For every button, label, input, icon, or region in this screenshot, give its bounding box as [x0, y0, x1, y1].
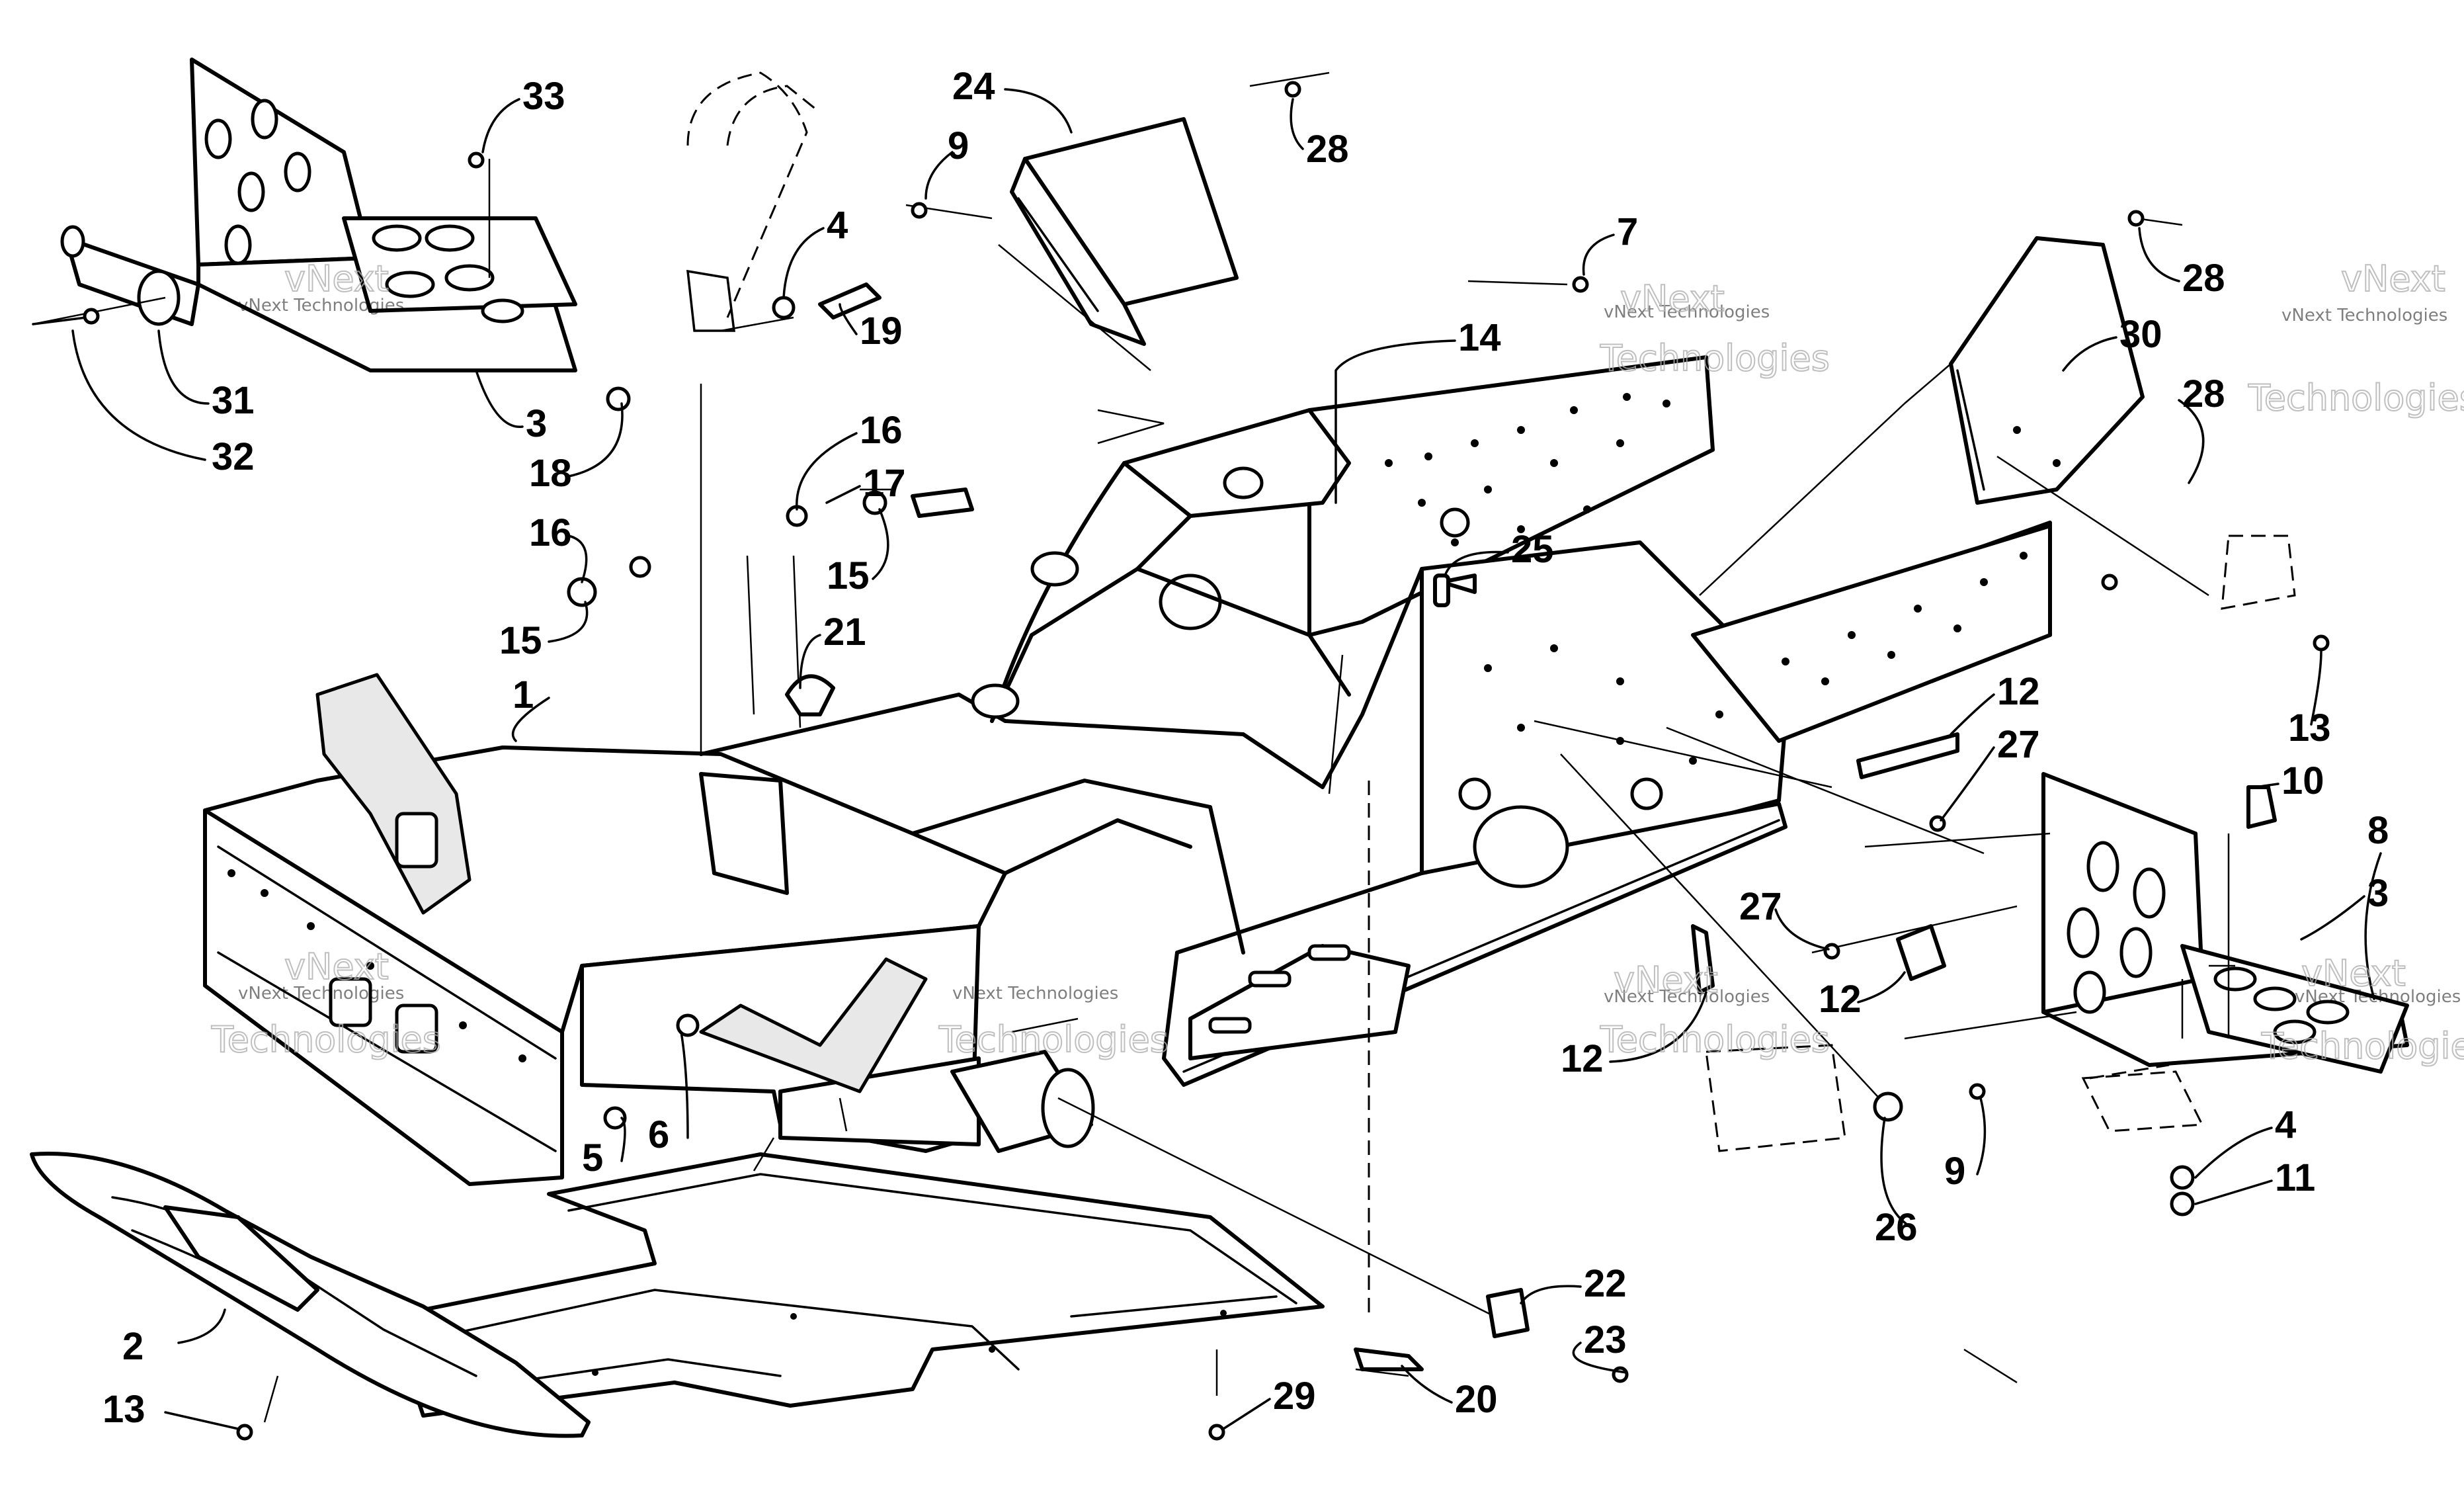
callout-29: 29 — [1273, 1375, 1316, 1418]
watermark-text: vNext — [2301, 953, 2406, 994]
callout-13-a: 13 — [2288, 706, 2331, 749]
watermark-text: vNext Technologies — [1604, 302, 1770, 322]
callout-21: 21 — [823, 611, 866, 654]
callout-5: 5 — [582, 1136, 603, 1179]
watermark-text: vNext Technologies — [2281, 306, 2447, 325]
callout-16-a: 16 — [860, 409, 903, 452]
front-chassis-frame — [203, 673, 1095, 1186]
callout-4-b: 4 — [2275, 1103, 2296, 1146]
watermark-text: vNext — [284, 258, 389, 300]
callout-18: 18 — [529, 452, 572, 495]
chassis-rails — [699, 461, 1424, 955]
watermark-text: vNext Technologies — [2295, 987, 2461, 1007]
callout-1: 1 — [513, 673, 534, 716]
panel-part-30 — [1949, 236, 2145, 505]
watermark-text: Technologies — [211, 1019, 441, 1060]
hardware — [32, 81, 2330, 1441]
callout-32: 32 — [212, 435, 255, 478]
watermark-text: Technologies — [938, 1019, 1169, 1060]
callout-15-a: 15 — [827, 554, 870, 597]
callout-12-b: 12 — [1819, 978, 1862, 1021]
callout-leaders — [71, 88, 2382, 1430]
callout-2: 2 — [122, 1325, 144, 1368]
callout-23: 23 — [1584, 1318, 1627, 1361]
callout-20: 20 — [1455, 1378, 1498, 1421]
callout-8: 8 — [2367, 809, 2389, 852]
callout-24: 24 — [952, 65, 995, 108]
callout-3-b: 3 — [2367, 872, 2389, 915]
watermark-text: Technologies — [2248, 377, 2464, 419]
callout-7: 7 — [1617, 210, 1638, 253]
watermark-text: vNext — [1614, 959, 1718, 1001]
watermark-text: vNext — [1620, 278, 1725, 320]
footrest-right-part-3 — [2041, 772, 2409, 1074]
callout-31: 31 — [212, 379, 255, 422]
watermark-text: vNext Technologies — [952, 984, 1118, 1003]
cover-part-24 — [1010, 117, 1239, 346]
watermark-text: Technologies — [2261, 1025, 2464, 1067]
leader-lines — [32, 71, 2235, 1423]
steering-loop-phantom — [686, 71, 821, 332]
callout-28-a: 28 — [1306, 128, 1349, 171]
callout-17: 17 — [863, 462, 906, 505]
footrest-left-part-3 — [190, 58, 577, 372]
panel-holes — [1385, 393, 2028, 765]
callout-30: 30 — [2119, 313, 2162, 356]
callout-10: 10 — [2281, 759, 2324, 802]
phantom-box — [1705, 534, 2296, 1152]
callout-4-a: 4 — [827, 204, 848, 247]
callout-22: 22 — [1584, 1262, 1627, 1305]
callout-19: 19 — [860, 310, 903, 353]
callout-12-c: 12 — [1561, 1037, 1604, 1080]
watermark-text: Technologies — [1600, 1019, 1830, 1060]
watermark-text: vNext — [284, 946, 389, 988]
watermark-text: Technologies — [1600, 337, 1830, 379]
center-bracket — [1188, 944, 1411, 1060]
callout-27-b: 27 — [1739, 885, 1782, 928]
watermarks: vNext Technologies vNext vNext Technolog… — [210, 257, 2464, 1068]
housing-part-31 — [60, 225, 200, 326]
callout-27-a: 27 — [1997, 723, 2040, 766]
front-bumper-part-2 — [30, 1152, 591, 1438]
callout-14: 14 — [1458, 316, 1501, 359]
watermark-text: vNext — [2341, 258, 2445, 300]
callout-33: 33 — [522, 75, 565, 118]
watermark-text: vNext Technologies — [238, 296, 404, 316]
callout-9-a: 9 — [948, 124, 969, 167]
callout-25: 25 — [1511, 528, 1554, 571]
callout-12-a: 12 — [1997, 670, 2040, 713]
watermark-text: vNext Technologies — [1604, 987, 1770, 1007]
callout-16-b: 16 — [529, 511, 572, 554]
callout-28-b: 28 — [2182, 257, 2225, 300]
callout-15-b: 15 — [499, 619, 542, 662]
callout-3-a: 3 — [526, 402, 547, 445]
callout-9-b: 9 — [1944, 1150, 1965, 1193]
watermark-text: vNext Technologies — [238, 984, 404, 1003]
callout-13-b: 13 — [103, 1388, 145, 1431]
callout-6: 6 — [648, 1113, 669, 1156]
callout-11: 11 — [2275, 1156, 2315, 1199]
